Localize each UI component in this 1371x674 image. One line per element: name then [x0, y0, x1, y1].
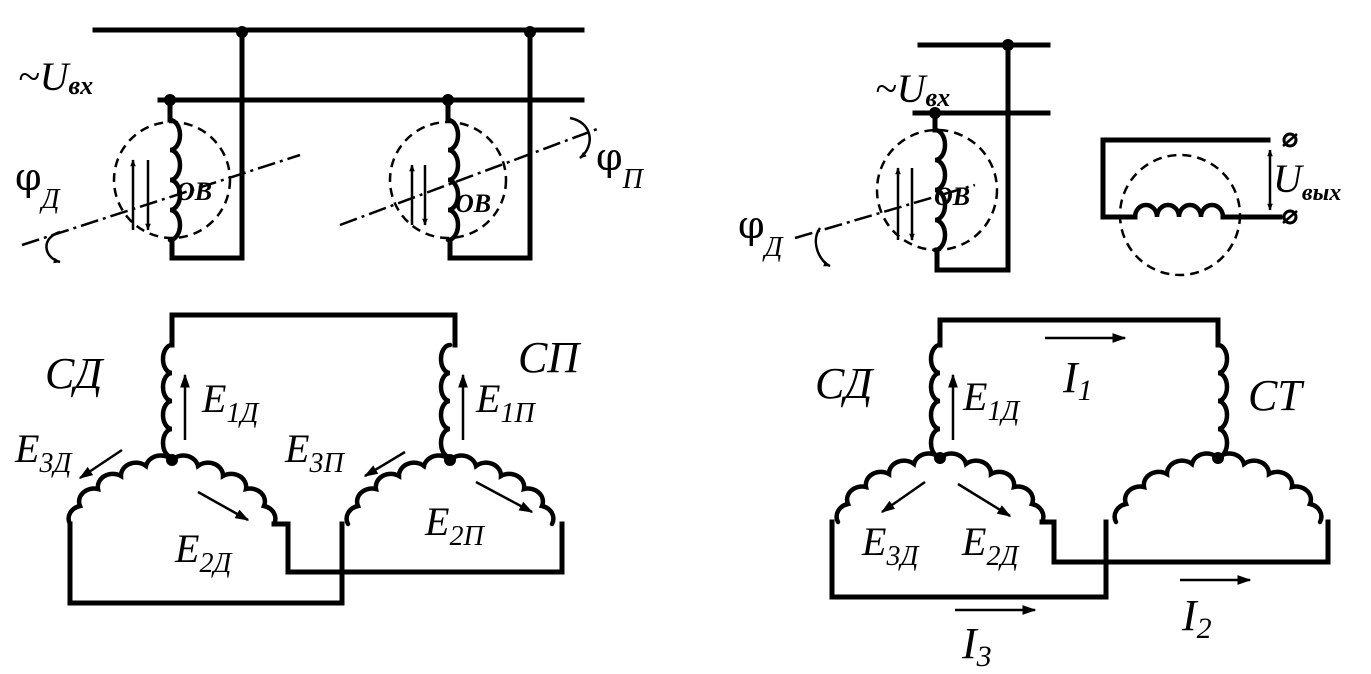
right-current-1-label: I1 — [1062, 353, 1093, 407]
left-field-winding-1-label: ОВ — [176, 177, 212, 206]
right-synchro-transformer-label: СТ — [1248, 371, 1305, 420]
right-supply-label: ~Uвх — [875, 66, 950, 112]
left-emf-1d-label: E1Д — [201, 376, 260, 429]
right-current-3-label: I3 — [961, 619, 992, 673]
right-stator-circuit — [829, 317, 1331, 615]
right-output-label: Uвых — [1273, 156, 1341, 206]
right-emf-2d-label: E2Д — [961, 519, 1020, 572]
right-emf-1d-label: E1Д — [962, 374, 1021, 427]
left-emf-2d-label: E2Д — [174, 526, 233, 579]
left-excitation-circuit — [21, 26, 601, 264]
right-angle-d-label: φД — [738, 203, 785, 263]
left-emf-3p-label: E3П — [284, 426, 345, 479]
right-excitation-circuit — [794, 39, 1298, 277]
left-stator-circuit — [66, 312, 565, 606]
right-field-winding-label: ОВ — [934, 182, 970, 211]
left-angle-p-label: φП — [596, 135, 645, 195]
left-synchro-receiver-label: СП — [518, 333, 581, 382]
left-emf-2p-label: E2П — [424, 499, 485, 552]
right-emf-3d-label: E3Д — [861, 519, 920, 572]
left-emf-1p-label: E1П — [475, 376, 536, 429]
left-angle-d-label: φД — [15, 155, 62, 215]
right-synchro-transmitter-label: СД — [815, 359, 874, 408]
left-emf-3d-label: E3Д — [14, 426, 73, 479]
left-field-winding-2-label: ОВ — [455, 189, 491, 218]
right-current-2-label: I2 — [1181, 591, 1212, 645]
left-synchro-transmitter-label: СД — [45, 349, 104, 398]
left-supply-label: ~Uвх — [18, 54, 93, 100]
